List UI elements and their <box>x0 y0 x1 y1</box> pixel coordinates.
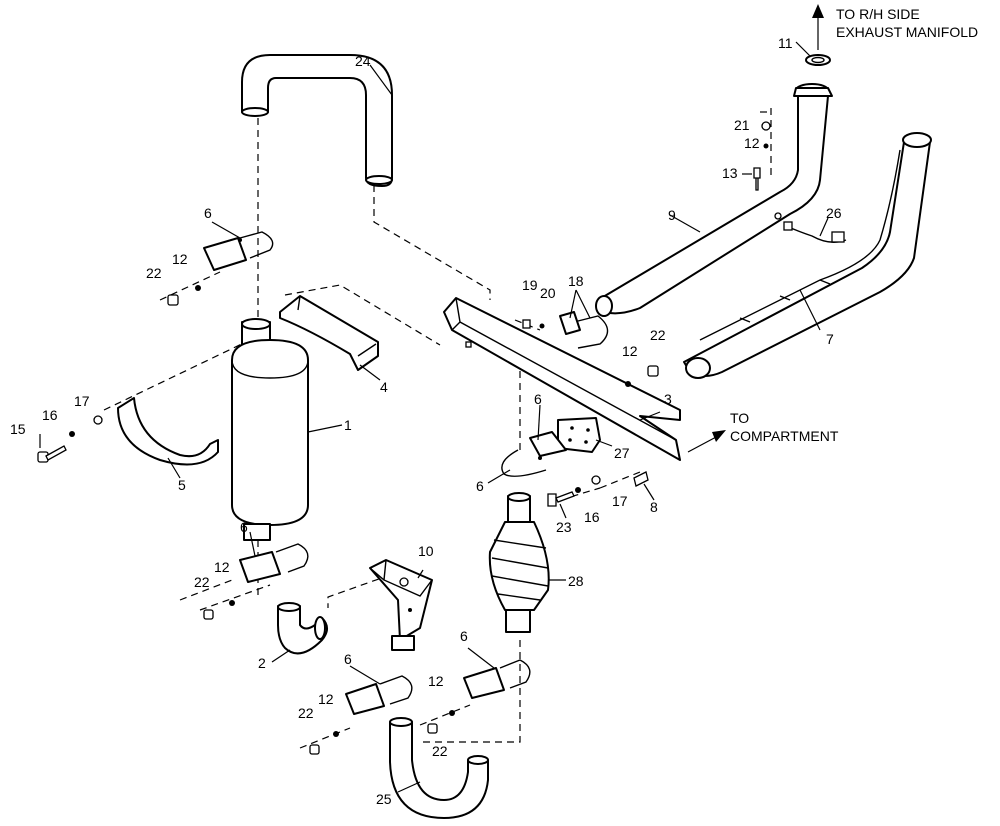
connecting-pipe <box>595 83 833 317</box>
label-part-4: 4 <box>380 379 388 395</box>
label-part-3: 3 <box>664 391 672 407</box>
u-bolt-clamp-muffler <box>239 543 309 583</box>
label-part-20: 20 <box>540 285 556 301</box>
label-part-22a: 22 <box>146 265 162 281</box>
label-part-22c: 22 <box>194 574 210 590</box>
hanger-bracket <box>369 559 433 651</box>
label-part-6c: 6 <box>476 478 484 494</box>
label-part-17a: 17 <box>74 393 90 409</box>
label-part-6f: 6 <box>460 628 468 644</box>
callout-manifold-line1: TO R/H SIDE <box>836 6 920 22</box>
fasteners <box>37 121 771 755</box>
label-part-2: 2 <box>258 655 266 671</box>
label-part-25: 25 <box>376 791 392 807</box>
label-part-28: 28 <box>568 573 584 589</box>
u-bolt-clamp-mid <box>501 431 567 477</box>
label-part-10: 10 <box>418 543 434 559</box>
label-part-6d: 6 <box>240 519 248 535</box>
label-part-12a: 12 <box>172 251 188 267</box>
label-part-16a: 16 <box>42 407 58 423</box>
front-pipe <box>683 132 932 379</box>
label-part-8: 8 <box>650 499 658 515</box>
muffler-bracket <box>279 295 379 371</box>
assembly-lines <box>103 108 772 749</box>
label-part-21: 21 <box>734 117 750 133</box>
label-part-18: 18 <box>568 273 584 289</box>
label-part-12e: 12 <box>318 691 334 707</box>
label-part-6b: 6 <box>534 391 542 407</box>
label-part-12c: 12 <box>744 135 760 151</box>
leader-lines <box>39 41 829 793</box>
label-part-6a: 6 <box>204 205 212 221</box>
label-part-17b: 17 <box>612 493 628 509</box>
label-part-27: 27 <box>614 445 630 461</box>
label-part-24: 24 <box>355 53 371 69</box>
label-part-12d: 12 <box>214 559 230 575</box>
callout-compartment-line1: TO <box>730 410 749 426</box>
callout-manifold-line2: EXHAUST MANIFOLD <box>836 24 978 40</box>
u-bolt-18 <box>559 311 609 349</box>
callout-compartment-line2: COMPARTMENT <box>730 428 839 444</box>
direction-arrows <box>687 4 824 453</box>
catalytic-converter <box>488 492 550 633</box>
arrow-to-compartment <box>687 435 719 453</box>
elbow-pipe <box>277 602 328 655</box>
label-part-1: 1 <box>344 417 352 433</box>
u-bolt-clamp-lower-right <box>463 659 531 699</box>
muffler-strap <box>117 397 219 466</box>
label-part-22b: 22 <box>650 327 666 343</box>
label-part-7: 7 <box>826 331 834 347</box>
label-part-22e: 22 <box>432 743 448 759</box>
label-part-12f: 12 <box>428 673 444 689</box>
label-part-6e: 6 <box>344 651 352 667</box>
label-part-9: 9 <box>668 207 676 223</box>
label-part-23: 23 <box>556 519 572 535</box>
oxygen-sensor-wire <box>783 221 847 243</box>
label-part-16b: 16 <box>584 509 600 525</box>
label-part-12b: 12 <box>622 343 638 359</box>
gasket <box>805 54 831 66</box>
label-part-19: 19 <box>522 277 538 293</box>
tail-pipe-upper <box>241 54 393 187</box>
cross-member <box>443 297 681 461</box>
u-bolt-clamp-upper <box>203 231 274 271</box>
label-part-15: 15 <box>10 421 26 437</box>
label-part-22d: 22 <box>298 705 314 721</box>
label-part-5: 5 <box>178 477 186 493</box>
label-part-26: 26 <box>826 205 842 221</box>
u-bolt-clamp-lower-left <box>345 675 413 715</box>
muffler <box>231 318 309 541</box>
label-part-11: 11 <box>778 35 793 51</box>
label-part-13: 13 <box>722 165 738 181</box>
tail-pipe-lower <box>389 717 489 819</box>
